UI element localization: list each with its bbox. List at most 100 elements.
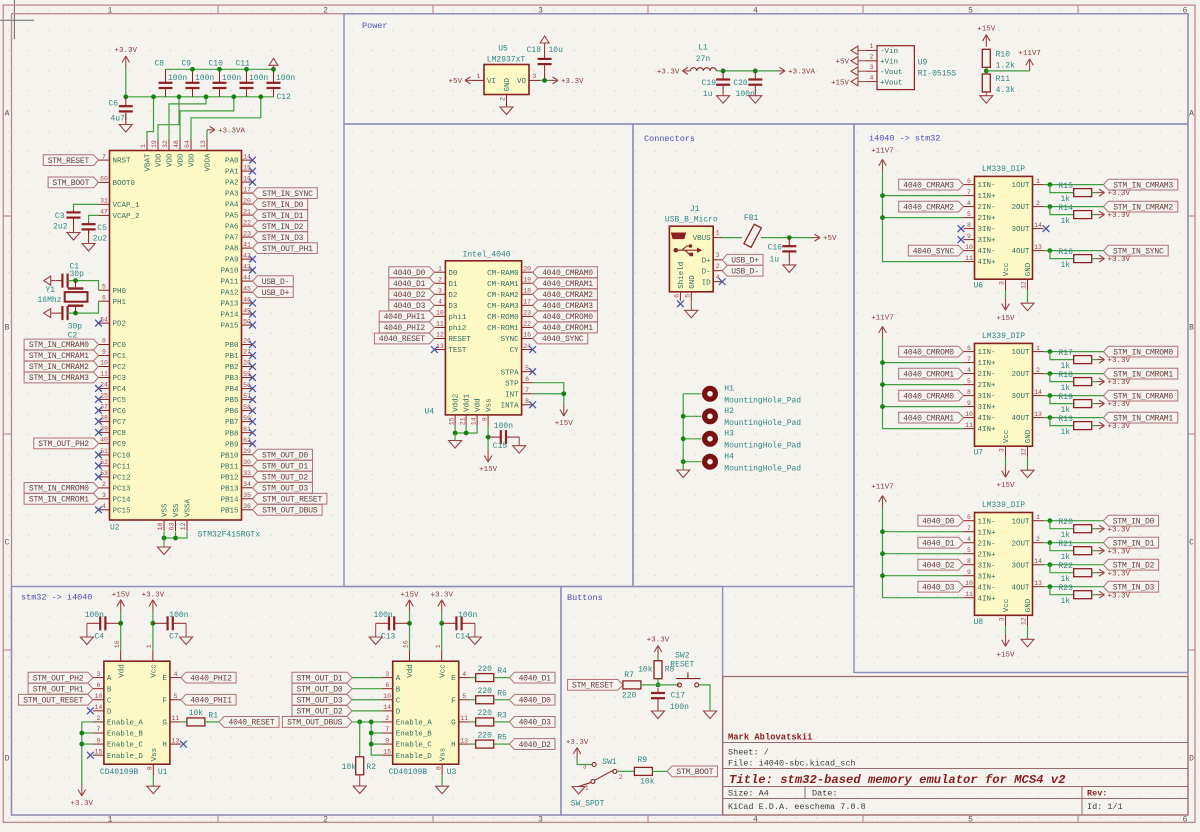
svg-text:PA0: PA0 (225, 158, 239, 166)
svg-text:STM_OUT_D3: STM_OUT_D3 (262, 484, 308, 493)
svg-text:17: 17 (243, 186, 251, 193)
svg-text:PC12: PC12 (113, 475, 131, 483)
svg-text:PA13: PA13 (220, 301, 239, 309)
svg-text:23: 23 (243, 230, 251, 237)
svg-text:7: 7 (967, 189, 971, 196)
svg-text:100n: 100n (85, 611, 104, 620)
svg-text:+3.3V: +3.3V (1108, 357, 1131, 365)
svg-text:3: 3 (999, 448, 1006, 452)
svg-text:3: 3 (999, 617, 1006, 621)
svg-text:R23: R23 (1059, 584, 1074, 593)
svg-text:4: 4 (753, 816, 758, 825)
svg-text:PA11: PA11 (220, 279, 239, 287)
svg-text:-Vout: -Vout (880, 69, 903, 77)
svg-text:1IN+: 1IN+ (978, 360, 997, 368)
svg-text:C: C (107, 697, 112, 705)
svg-text:24: 24 (100, 382, 108, 389)
svg-text:LM339_DIP: LM339_DIP (982, 501, 1025, 510)
svg-text:4IN+: 4IN+ (978, 426, 997, 434)
svg-text:D: D (5, 755, 10, 764)
svg-text:PB6: PB6 (225, 408, 239, 416)
svg-text:19: 19 (523, 276, 531, 283)
svg-text:KiCad E.D.A. eeschema 7.0.8: KiCad E.D.A. eeschema 7.0.8 (728, 802, 866, 812)
svg-text:STM_IN_D0: STM_IN_D0 (262, 201, 304, 210)
svg-text:46: 46 (243, 296, 251, 303)
svg-text:STM_IN_CMRAM2: STM_IN_CMRAM2 (29, 363, 89, 372)
svg-text:LM339_DIP: LM339_DIP (982, 332, 1025, 341)
svg-text:5: 5 (967, 378, 971, 385)
svg-text:7: 7 (385, 726, 389, 733)
svg-text:Vcc: Vcc (439, 664, 447, 678)
svg-text:LM339_DIP: LM339_DIP (982, 165, 1025, 174)
svg-text:+3.3V: +3.3V (657, 69, 680, 77)
svg-text:4040_RESET: 4040_RESET (228, 719, 274, 728)
svg-text:VDDA: VDDA (205, 153, 213, 172)
svg-text:4040_PHI2: 4040_PHI2 (384, 324, 426, 333)
svg-text:STM_OUT_PH2: STM_OUT_PH2 (33, 674, 84, 683)
svg-text:21: 21 (459, 417, 466, 425)
svg-text:4: 4 (173, 671, 177, 678)
svg-text:G: G (162, 720, 167, 728)
svg-text:10: 10 (436, 310, 444, 317)
svg-text:35: 35 (243, 492, 251, 499)
svg-text:+15V: +15V (996, 315, 1015, 323)
svg-text:39: 39 (100, 426, 108, 433)
svg-text:6: 6 (1183, 6, 1188, 15)
svg-text:Intel_4040: Intel_4040 (463, 251, 511, 260)
svg-text:Vcc: Vcc (1003, 599, 1011, 613)
svg-text:phi2: phi2 (448, 325, 466, 333)
svg-text:1k: 1k (1061, 362, 1071, 371)
svg-text:Vss: Vss (151, 748, 159, 762)
svg-text:STM_IN_CMROM1: STM_IN_CMROM1 (1113, 370, 1173, 379)
svg-text:STM_RESET: STM_RESET (572, 682, 614, 691)
svg-text:32: 32 (162, 140, 169, 148)
svg-text:4040_D1: 4040_D1 (922, 539, 955, 548)
svg-text:4IN-: 4IN- (978, 584, 996, 592)
svg-text:STPA: STPA (501, 369, 520, 377)
svg-text:3: 3 (96, 671, 100, 678)
svg-text:11: 11 (436, 321, 444, 328)
svg-text:4040_D3: 4040_D3 (393, 302, 426, 311)
svg-text:R6: R6 (497, 689, 507, 698)
svg-text:PB9: PB9 (225, 441, 239, 449)
svg-text:1: 1 (438, 265, 442, 272)
svg-text:PB1: PB1 (225, 353, 239, 361)
svg-text:VBUS: VBUS (693, 235, 712, 243)
svg-text:PC6: PC6 (113, 408, 127, 416)
svg-text:C17: C17 (671, 692, 686, 701)
svg-text:A: A (1189, 110, 1194, 119)
svg-text:8: 8 (102, 338, 106, 345)
svg-text:20: 20 (523, 265, 531, 272)
svg-text:10: 10 (94, 693, 102, 700)
svg-text:4IN-: 4IN- (978, 248, 996, 256)
svg-text:Enable_C: Enable_C (396, 742, 433, 750)
svg-text:3: 3 (716, 252, 720, 259)
svg-text:C16: C16 (768, 244, 783, 253)
svg-text:R16: R16 (1059, 248, 1074, 257)
svg-text:4IN-: 4IN- (978, 415, 996, 423)
svg-text:1k: 1k (1061, 597, 1071, 606)
svg-text:R3: R3 (497, 711, 507, 720)
svg-text:FB1: FB1 (744, 214, 759, 223)
svg-text:57: 57 (243, 393, 251, 400)
svg-text:USB_D+: USB_D+ (262, 289, 290, 298)
svg-text:+3.3V: +3.3V (1108, 212, 1131, 220)
svg-text:INT: INT (505, 391, 519, 399)
svg-text:R11: R11 (996, 75, 1011, 84)
svg-text:30p: 30p (70, 270, 85, 279)
svg-text:D0: D0 (448, 270, 458, 278)
svg-text:9: 9 (967, 569, 971, 576)
svg-text:12: 12 (180, 522, 187, 530)
svg-text:+3.3V: +3.3V (1108, 190, 1131, 198)
svg-text:PB2: PB2 (225, 364, 239, 372)
svg-text:4: 4 (716, 274, 720, 281)
svg-text:4040_D0: 4040_D0 (393, 269, 426, 278)
svg-text:1IN+: 1IN+ (978, 529, 997, 537)
svg-text:14: 14 (1034, 222, 1042, 229)
svg-text:A: A (107, 675, 112, 683)
svg-text:4OUT: 4OUT (1011, 584, 1030, 592)
svg-text:4: 4 (967, 367, 971, 374)
svg-text:D2: D2 (448, 292, 457, 300)
svg-text:CD40109B: CD40109B (389, 768, 428, 777)
svg-text:27n: 27n (696, 55, 711, 64)
